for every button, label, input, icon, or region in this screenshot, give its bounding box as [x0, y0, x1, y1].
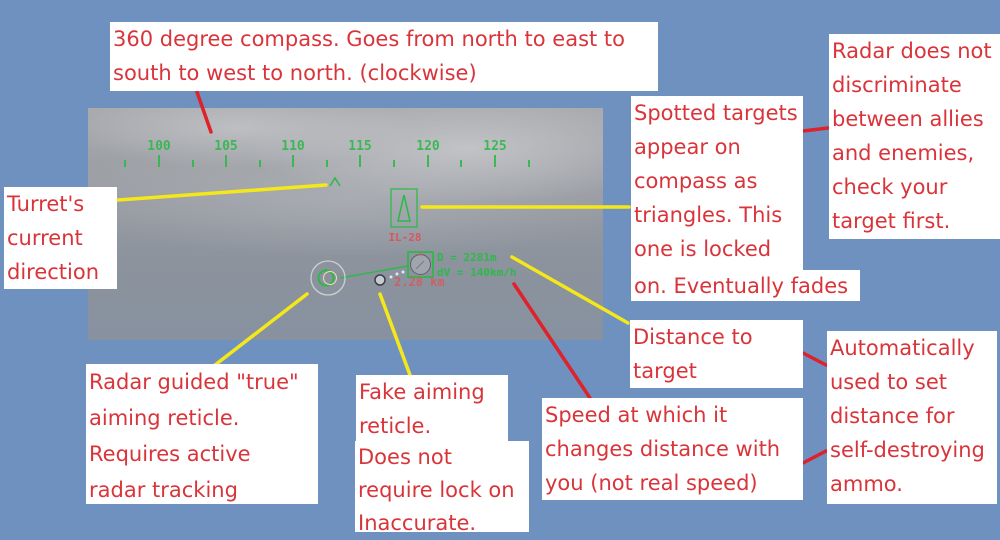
- note-line: on. Eventually fades: [634, 274, 849, 298]
- note-line: between allies: [832, 107, 984, 131]
- note-line: changes distance with: [545, 437, 781, 461]
- note-fake-reticle-tail: Does not require lock on Inaccurate.: [355, 441, 529, 535]
- note-line: Inaccurate.: [358, 511, 477, 535]
- note-compass: 360 degree compass. Goes from north to e…: [110, 22, 658, 91]
- note-line: current: [7, 226, 83, 250]
- note-line: distance for: [830, 404, 955, 428]
- note-radar-iff: Radar does not discriminate between alli…: [829, 34, 1000, 239]
- note-spotted-targets: Spotted targets appear on compass as tri…: [631, 96, 803, 301]
- note-line: target: [633, 359, 697, 383]
- note-line: check your: [832, 175, 948, 199]
- note-line: ammo.: [830, 472, 903, 496]
- note-line: Fake aiming: [359, 380, 485, 404]
- note-distance: Distance to target: [630, 320, 803, 388]
- note-line: self-destroying: [830, 438, 985, 462]
- note-fake-reticle: Fake aiming reticle.: [356, 375, 508, 441]
- note-line: reticle.: [359, 414, 432, 438]
- note-self-destruct: Automatically used to set distance for s…: [827, 331, 997, 504]
- note-true-reticle: Radar guided "true" aiming reticle. Requ…: [86, 364, 318, 504]
- note-line: triangles. This: [634, 203, 783, 227]
- game-viewport: [88, 108, 603, 340]
- note-turret-direction: Turret's current direction: [4, 187, 117, 289]
- note-line: used to set: [830, 370, 948, 394]
- note-line: 360 degree compass. Goes from north to e…: [113, 27, 625, 51]
- note-line: Radar guided "true": [89, 370, 299, 394]
- note-line: south to west to north. (clockwise): [113, 61, 477, 85]
- note-line: direction: [7, 260, 100, 284]
- note-line: Automatically: [830, 336, 975, 360]
- note-line: aiming reticle.: [89, 406, 240, 430]
- note-line: Distance to: [633, 325, 753, 349]
- note-closing-speed: Speed at which it changes distance with …: [542, 398, 803, 500]
- note-line: Speed at which it: [545, 403, 728, 427]
- note-line: you (not real speed): [545, 471, 758, 495]
- note-spotted-targets-tail: on. Eventually fades: [631, 270, 860, 301]
- note-line: one is locked: [634, 237, 772, 261]
- note-line: target first.: [832, 209, 951, 233]
- note-line: Does not: [358, 445, 452, 469]
- note-line: and enemies,: [832, 141, 975, 165]
- note-line: Spotted targets: [634, 101, 798, 125]
- note-line: appear on: [634, 135, 741, 159]
- note-line: compass as: [634, 169, 758, 193]
- note-line: Radar does not: [832, 39, 992, 63]
- note-line: Requires active: [89, 442, 251, 466]
- note-line: require lock on: [358, 478, 515, 502]
- note-line: Turret's: [7, 192, 85, 216]
- note-line: radar tracking: [89, 478, 238, 502]
- note-line: discriminate: [832, 73, 962, 97]
